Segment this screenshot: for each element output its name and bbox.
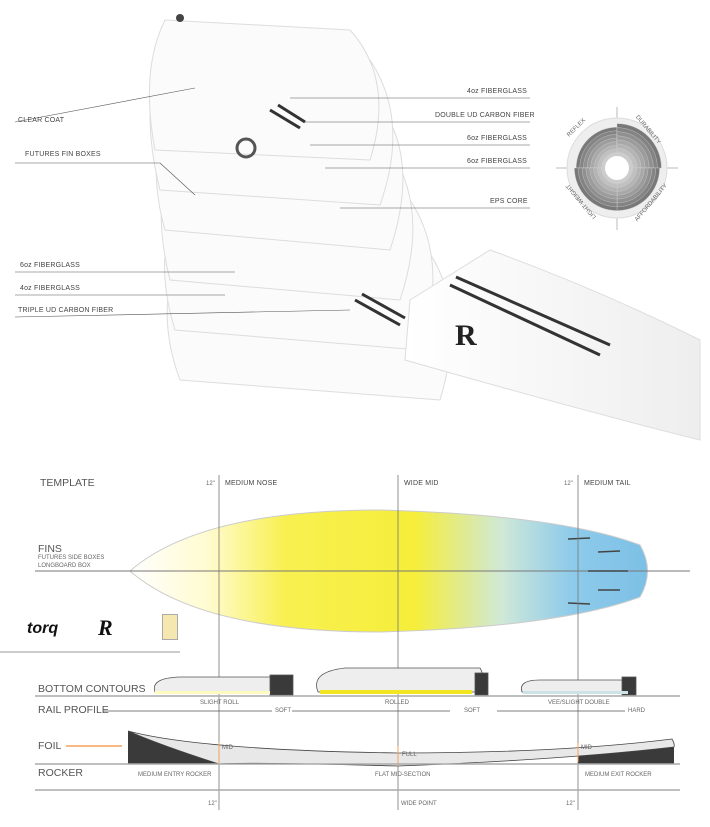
- template-tail: MEDIUM TAIL: [584, 480, 631, 487]
- tail-12in-mark: 12": [564, 481, 573, 487]
- foil-tail: MID: [581, 745, 592, 751]
- leash-plug: [176, 14, 184, 22]
- futures-logo: [235, 137, 257, 159]
- bottom-contours: [35, 667, 680, 712]
- rocker-nose: MEDIUM ENTRY ROCKER: [138, 772, 212, 778]
- template-section: [0, 509, 690, 653]
- bottom-contours-title: BOTTOM CONTOURS: [38, 683, 146, 695]
- bottom-wide-point: WIDE POINT: [401, 801, 437, 807]
- label-clear-coat: CLEAR COAT: [18, 117, 65, 124]
- foil-profile: [35, 730, 680, 791]
- foil-mid: FULL: [402, 752, 417, 758]
- fins-line2: LONGBOARD BOX: [38, 563, 91, 569]
- rail-soft-2: SOFT: [464, 708, 480, 714]
- rail-mid: ROLLED: [385, 700, 410, 706]
- bottom-nose-mark: 12": [208, 801, 217, 807]
- template-nose: MEDIUM NOSE: [225, 480, 278, 487]
- template-title: TEMPLATE: [40, 477, 95, 489]
- carbon-stripes: [269, 103, 611, 357]
- label-eps-core: EPS CORE: [490, 198, 528, 205]
- fin-boxes: [567, 537, 628, 605]
- torq-logo: torq: [27, 620, 59, 637]
- rail-profile-title: RAIL PROFILE: [38, 704, 109, 716]
- rusty-logo: R: [98, 615, 113, 640]
- rocker-title: ROCKER: [38, 767, 83, 779]
- rail-soft-1: SOFT: [275, 708, 291, 714]
- nose-12in-mark: 12": [206, 481, 215, 487]
- rocker-mid: FLAT MID-SECTION: [375, 772, 431, 778]
- rail-hard: HARD: [628, 708, 646, 714]
- mascot-logo: [162, 614, 178, 640]
- leader-lines: [14, 87, 530, 318]
- label-4oz-fiberglass-left: 4oz FIBERGLASS: [20, 285, 80, 292]
- rusty-logo-mark: R: [455, 319, 477, 352]
- rail-tail: VEE/SLIGHT DOUBLE: [548, 700, 610, 706]
- label-futures-fin-boxes: FUTURES FIN BOXES: [25, 151, 101, 158]
- label-6oz-fiberglass-2: 6oz FIBERGLASS: [467, 158, 527, 165]
- bottom-tail-mark: 12": [566, 801, 575, 807]
- template-mid: WIDE MID: [404, 480, 439, 487]
- label-6oz-fiberglass-left: 6oz FIBERGLASS: [20, 262, 80, 269]
- label-triple-ud-carbon: TRIPLE UD CARBON FIBER: [18, 307, 114, 314]
- rail-nose: SLIGHT ROLL: [200, 700, 239, 706]
- rating-wheel: [556, 107, 678, 230]
- label-6oz-fiberglass-1: 6oz FIBERGLASS: [467, 135, 527, 142]
- fins-line1: FUTURES SIDE BOXES: [38, 555, 105, 561]
- foil-title: FOIL: [38, 740, 62, 752]
- foil-nose: MID: [222, 745, 233, 751]
- fins-title: FINS: [38, 543, 62, 555]
- rocker-tail: MEDIUM EXIT ROCKER: [585, 772, 652, 778]
- label-double-ud-carbon: DOUBLE UD CARBON FIBER: [435, 112, 535, 119]
- label-4oz-fiberglass-right: 4oz FIBERGLASS: [467, 88, 527, 95]
